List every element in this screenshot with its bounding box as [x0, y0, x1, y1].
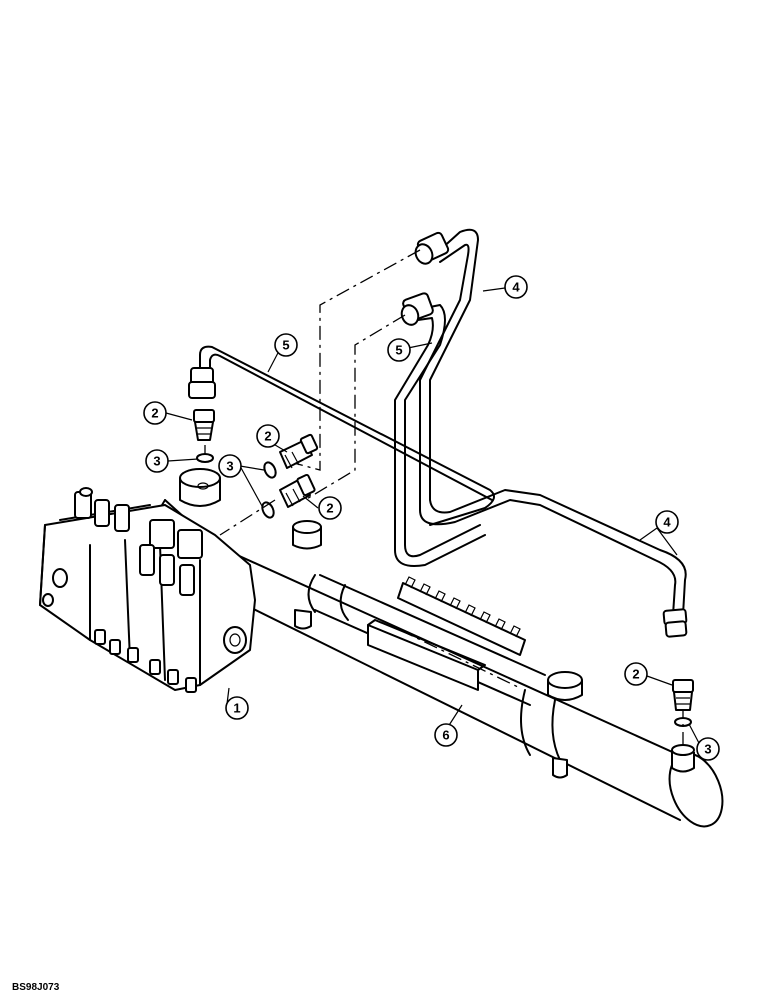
fitting-elbow — [672, 679, 694, 711]
callout-label: 3 — [704, 742, 711, 757]
callout-label: 5 — [395, 343, 402, 358]
tube-5-left — [188, 345, 495, 526]
o-ring — [263, 461, 277, 479]
callout-4: 4 — [504, 275, 528, 299]
alignment-line — [304, 314, 406, 501]
callout-label: 2 — [264, 429, 271, 444]
callout-3: 3 — [145, 449, 169, 473]
callout-5: 5 — [274, 333, 298, 357]
callout-label: 3 — [226, 459, 233, 474]
callout-4: 4 — [655, 510, 679, 534]
o-ring — [674, 717, 692, 727]
steering-cylinder — [157, 468, 724, 828]
alignment-line — [219, 499, 276, 536]
callout-leaders — [165, 287, 701, 746]
callout-label: 2 — [632, 667, 639, 682]
o-ring — [196, 453, 214, 463]
drawing-code: BS98J073 — [12, 982, 60, 993]
callout-label: 4 — [663, 515, 671, 530]
callout-3: 3 — [218, 454, 242, 478]
tube-4-loop — [414, 228, 688, 638]
fitting-elbow — [279, 433, 319, 469]
callout-1: 1 — [225, 696, 249, 720]
tube-5-loop — [394, 292, 486, 567]
control-valve — [39, 487, 256, 693]
callout-2: 2 — [256, 424, 280, 448]
callout-label: 5 — [282, 338, 289, 353]
callout-label: 3 — [153, 454, 160, 469]
callout-2: 2 — [624, 662, 648, 686]
callout-label: 4 — [512, 280, 520, 295]
callout-label: 2 — [151, 406, 158, 421]
callout-2: 2 — [318, 496, 342, 520]
callout-label: 2 — [326, 501, 333, 516]
callout-label: 6 — [442, 728, 449, 743]
callout-2: 2 — [143, 401, 167, 425]
callout-6: 6 — [434, 723, 458, 747]
fitting-elbow — [279, 473, 316, 508]
alignment-line — [289, 249, 421, 471]
o-ring — [261, 501, 275, 519]
fitting-elbow — [193, 409, 215, 441]
callout-3: 3 — [696, 737, 720, 761]
callout-5: 5 — [387, 338, 411, 362]
callout-label: 1 — [233, 701, 240, 716]
